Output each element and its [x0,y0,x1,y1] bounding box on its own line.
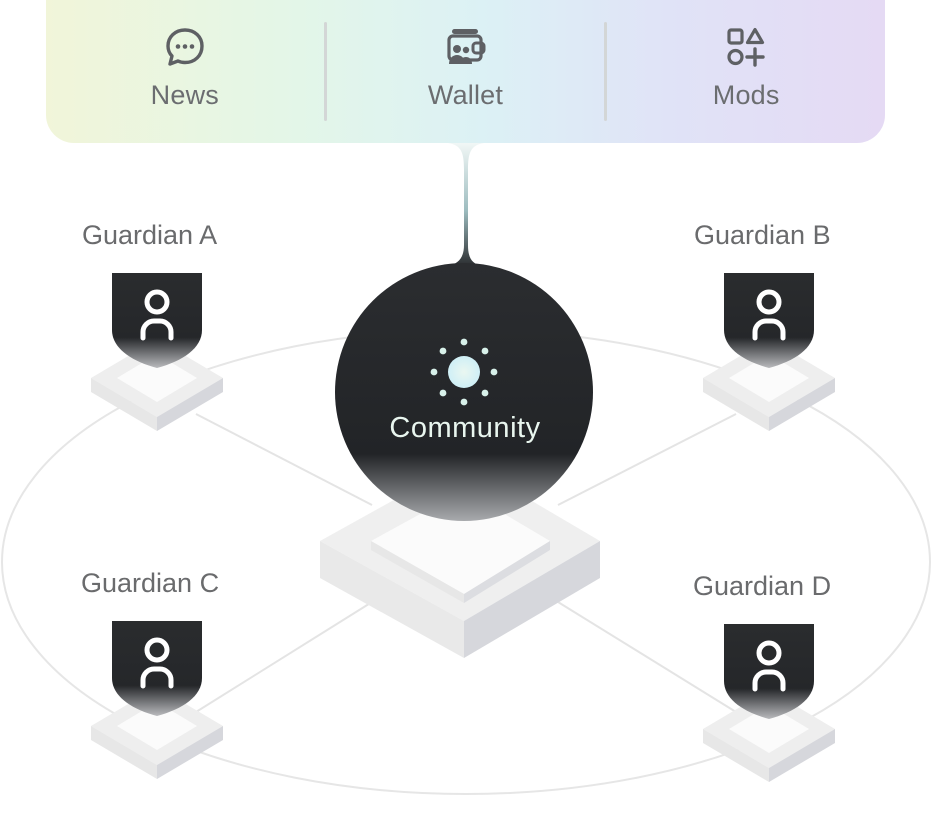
guardian-platform [703,690,835,782]
connector-stem [448,143,484,266]
tab-wallet[interactable]: Wallet [327,0,605,143]
tab-divider [604,22,608,121]
guardian-c-label: Guardian C [81,568,220,598]
tab-wallet-label: Wallet [427,80,504,110]
tab-divider [323,22,327,121]
chat-bubble-icon [164,26,206,68]
guardian-node-a[interactable] [91,273,223,431]
guardian-b-label: Guardian B [694,220,831,250]
guardian-node-b[interactable] [703,273,835,431]
user-icon [140,637,174,689]
guardian-platform [91,687,223,779]
guardian-node-d[interactable] [703,624,835,782]
tab-news[interactable]: News [46,0,324,143]
guardian-d-label: Guardian D [693,571,832,601]
user-icon [752,640,786,692]
tab-mods[interactable]: Mods [607,0,885,143]
user-icon [752,289,786,341]
shapes-icon [725,26,767,68]
guardian-platform [91,339,223,431]
sun-icon [430,338,498,406]
top-tab-bar: News Wallet Mods [46,0,885,143]
community-label: Community [389,412,541,444]
user-icon [140,289,174,341]
connection-lines [195,413,737,713]
wallet-icon [445,26,487,68]
guardian-a-label: Guardian A [82,220,218,250]
community-hub[interactable] [335,263,593,521]
tab-news-label: News [150,80,219,110]
tab-mods-label: Mods [712,80,780,110]
guardian-node-c[interactable] [91,621,223,779]
guardian-platform [703,339,835,431]
